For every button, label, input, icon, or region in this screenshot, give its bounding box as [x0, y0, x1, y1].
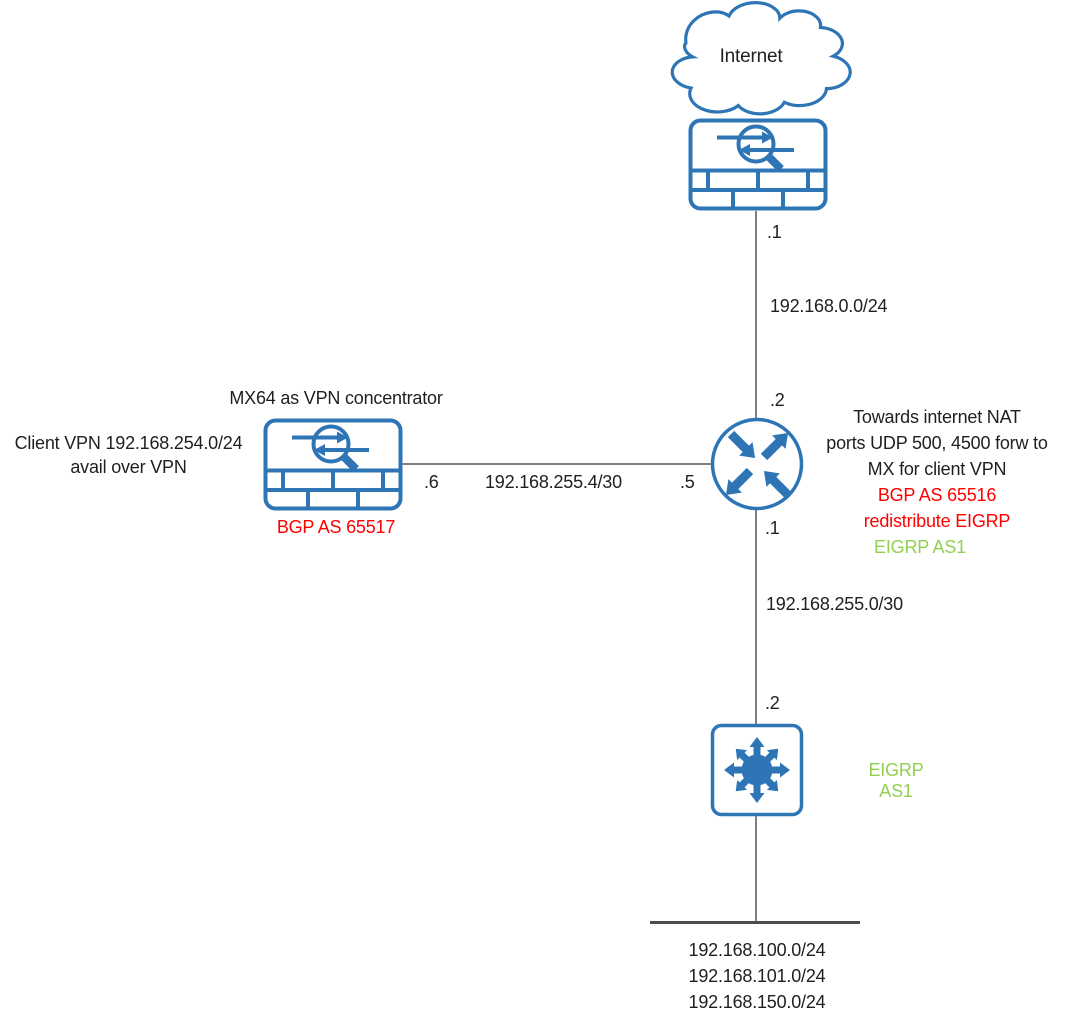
router-bgp-note-line: BGP AS 65516	[877, 485, 997, 505]
lan-network: 192.168.101.0/24	[688, 966, 826, 986]
mx-transit-link-line	[402, 463, 711, 465]
mx64-title: MX64 as VPN concentrator	[229, 388, 443, 408]
mx64-bgp-label: BGP AS 65517	[276, 517, 396, 537]
mx-transit-left-ip: .6	[424, 472, 439, 492]
wan-link-top-ip: .1	[767, 222, 782, 242]
mx64-client-vpn-note: Client VPN 192.168.254.0/24 avail over V…	[8, 431, 249, 479]
l3-switch-icon	[710, 723, 804, 817]
core-transit-top-ip: .1	[765, 518, 780, 538]
lan-networks: 192.168.100.0/24 192.168.101.0/24 192.16…	[655, 937, 859, 1015]
router-nat-note-line: ports UDP 500, 4500 forw to	[826, 433, 1048, 453]
mx64-client-vpn-note-line: Client VPN 192.168.254.0/24	[14, 433, 243, 453]
router-bgp-note-line: redistribute EIGRP	[863, 511, 1011, 531]
mx-transit-right-ip: .5	[680, 472, 695, 492]
lan-network: 192.168.100.0/24	[688, 940, 826, 960]
core-transit-link-line	[755, 510, 757, 724]
mx-transit-subnet: 192.168.255.4/30	[485, 472, 622, 492]
lan-network: 192.168.150.0/24	[688, 992, 826, 1012]
router-notes: Towards internet NAT ports UDP 500, 4500…	[812, 404, 1062, 534]
switch-eigrp-label: EIGRP AS1	[868, 760, 924, 801]
wan-link-subnet: 192.168.0.0/24	[770, 296, 888, 316]
lan-drop-line	[755, 816, 757, 923]
core-transit-subnet: 192.168.255.0/30	[766, 594, 903, 614]
lan-segment-bar	[650, 921, 860, 924]
core-transit-bottom-ip: .2	[765, 693, 780, 713]
mx64-firewall-icon	[263, 418, 403, 511]
router-icon	[710, 417, 804, 511]
mx64-client-vpn-note-line: avail over VPN	[70, 457, 187, 477]
internet-cloud-icon	[668, 0, 867, 129]
router-nat-note-line: MX for client VPN	[867, 459, 1007, 479]
internet-cloud-label: Internet	[719, 46, 783, 67]
wan-link-line	[755, 211, 757, 418]
internet-firewall-icon	[688, 118, 828, 211]
router-eigrp-label: EIGRP AS1	[874, 537, 966, 557]
router-nat-note-line: Towards internet NAT	[853, 407, 1021, 427]
wan-link-bottom-ip: .2	[770, 390, 785, 410]
